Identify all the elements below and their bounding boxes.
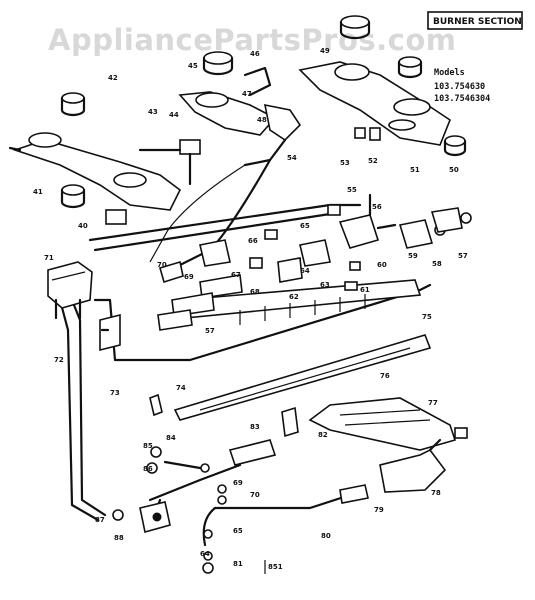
spark-igniter-icon — [308, 397, 468, 451]
part-number-label: 77 — [428, 399, 438, 407]
burner-cap-icon — [443, 135, 467, 157]
page-number: 851 — [268, 563, 283, 571]
part-number-label: 46 — [250, 50, 260, 58]
part-number-label: 54 — [287, 154, 297, 162]
part-number-label: 58 — [432, 260, 442, 268]
orifice-icon — [159, 260, 184, 284]
burner-head-icon — [298, 61, 451, 146]
part-number-label: 64 — [300, 267, 310, 275]
gas-manifold-icon — [178, 279, 422, 325]
part-number-label: 65 — [300, 222, 310, 230]
part-number-label: 40 — [78, 222, 88, 230]
bracket-icon — [379, 438, 447, 493]
burner-cap-icon — [60, 184, 86, 209]
part-number-label: 73 — [110, 389, 120, 397]
part-number-label: 65 — [233, 527, 243, 535]
part-number-label: 63 — [320, 281, 330, 289]
header-title: BURNER SECTION — [433, 17, 522, 27]
burner-cap-icon — [339, 15, 371, 40]
part-number-label: 57 — [205, 327, 215, 335]
part-labels: 40 41 42 43 44 45 46 47 48 49 50 51 52 53 54 55 56 57 58 59… — [33, 47, 468, 568]
bracket-icon — [149, 393, 163, 417]
burner-cap-icon — [60, 92, 86, 117]
part-number-label: 57 — [458, 252, 468, 260]
part-number-label: 64 — [200, 550, 210, 558]
part-number-label: 67 — [231, 271, 241, 279]
part-number-label: 82 — [318, 431, 328, 439]
part-number-label: 74 — [176, 384, 186, 392]
part-number-label: 62 — [289, 293, 299, 301]
watermark: AppliancePartsPros.com — [48, 23, 456, 57]
part-number-label: 59 — [408, 252, 418, 260]
part-number-label: 71 — [44, 254, 54, 262]
part-number-label: 85 — [143, 442, 153, 450]
bracket-icon — [354, 127, 381, 141]
part-number-label: 70 — [157, 261, 167, 269]
part-number-label: 52 — [368, 157, 378, 165]
orifice-icon — [277, 257, 303, 283]
part-number-label: 81 — [233, 560, 243, 568]
part-number-label: 78 — [431, 489, 441, 497]
valve-icon — [299, 239, 331, 267]
part-number-label: 60 — [377, 261, 387, 269]
part-number-label: 70 — [250, 491, 260, 499]
orifice-icon — [171, 292, 215, 317]
pressure-regulator-icon — [47, 261, 93, 320]
part-number-label: 48 — [257, 116, 267, 124]
burner-cap-icon — [202, 51, 234, 76]
burner-head-icon — [8, 132, 182, 211]
part-number-label: 84 — [166, 434, 176, 442]
valve-icon — [228, 439, 277, 466]
bracket-icon — [281, 406, 299, 438]
part-number-label: 83 — [250, 423, 260, 431]
valve-icon — [430, 207, 472, 233]
bracket-icon — [173, 334, 432, 421]
orifice-icon — [112, 446, 227, 574]
valve-icon — [338, 214, 397, 249]
orifice-icon — [138, 139, 201, 186]
part-number-label: 41 — [33, 188, 43, 196]
burner-cap-icon — [397, 56, 423, 79]
part-number-label: 72 — [54, 356, 64, 364]
part-number-label: 44 — [169, 111, 179, 119]
orifice-icon — [199, 274, 243, 299]
part-number-label: 42 — [108, 74, 118, 82]
part-number-label: 80 — [321, 532, 331, 540]
part-number-label: 61 — [360, 286, 370, 294]
part-number-label: 51 — [410, 166, 420, 174]
orifice-icon — [157, 309, 193, 331]
valve-icon — [139, 501, 171, 534]
valve-icon — [199, 239, 231, 267]
part-number-label: 68 — [250, 288, 260, 296]
part-number-label: 88 — [114, 534, 124, 542]
part-number-label: 49 — [320, 47, 330, 55]
bracket-icon — [99, 313, 121, 352]
part-number-label: 79 — [374, 506, 384, 514]
part-number-label: 53 — [340, 159, 350, 167]
part-number-label: 56 — [372, 203, 382, 211]
part-number-label: 50 — [449, 166, 459, 174]
orifice-icon — [105, 193, 372, 291]
model-number: 103.7546304 — [434, 94, 490, 104]
part-number-label: 55 — [347, 186, 357, 194]
part-number-label: 76 — [380, 372, 390, 380]
part-number-label: 47 — [242, 90, 252, 98]
orifice-icon — [339, 484, 369, 504]
part-number-label: 87 — [95, 516, 105, 524]
part-number-label: 69 — [233, 479, 243, 487]
part-number-label: 45 — [188, 62, 198, 70]
models-heading: Models — [434, 68, 465, 78]
model-number: 103.754630 — [434, 82, 485, 92]
header-box: BURNER SECTION — [427, 11, 523, 30]
part-number-label: 43 — [148, 108, 158, 116]
burner-head-icon — [178, 66, 277, 136]
part-number-label: 66 — [248, 237, 258, 245]
models-block: Models 103.754630 103.7546304 — [434, 68, 490, 104]
part-number-label: 69 — [184, 273, 194, 281]
part-number-label: 75 — [422, 313, 432, 321]
part-number-label: 86 — [143, 465, 153, 473]
